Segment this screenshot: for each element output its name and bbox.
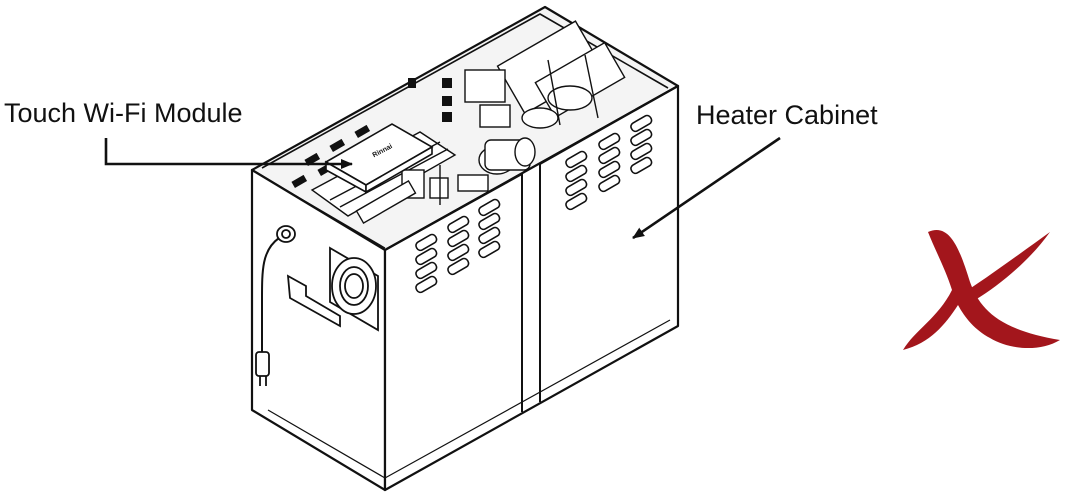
top-vents <box>291 78 452 188</box>
power-plug <box>255 351 270 377</box>
touch-wifi-module: Rinnai <box>324 123 434 194</box>
label-touch-wifi-module: Touch Wi-Fi Module <box>4 98 243 128</box>
cabinet-callout-line <box>632 136 781 240</box>
internal-block-a <box>464 69 506 103</box>
cabinet-back-rim <box>261 13 669 169</box>
right-panel-vents <box>565 114 653 211</box>
flue-core <box>344 273 364 299</box>
module-callout-line <box>104 138 353 169</box>
cabinet-right-top-edge <box>539 85 679 165</box>
cabinet-inner-frame <box>261 175 386 249</box>
cabinet-inner-frame-b <box>267 319 671 479</box>
label-heater-cabinet: Heater Cabinet <box>696 100 878 130</box>
module-callout <box>104 138 353 169</box>
cabinet-callout <box>632 136 781 240</box>
power-cable <box>261 237 280 352</box>
cross-mark-stroke <box>903 229 1060 350</box>
wifi-module-front <box>365 145 433 194</box>
internal-burner-2 <box>521 107 559 129</box>
left-face-vents <box>415 198 501 294</box>
internal-block-b <box>479 104 511 128</box>
internal-burner <box>547 85 593 111</box>
left-face-fittings <box>255 225 379 386</box>
cabinet-top-edge <box>384 173 523 251</box>
cross-mark-icon <box>903 229 1060 350</box>
carry-handle <box>286 274 341 328</box>
